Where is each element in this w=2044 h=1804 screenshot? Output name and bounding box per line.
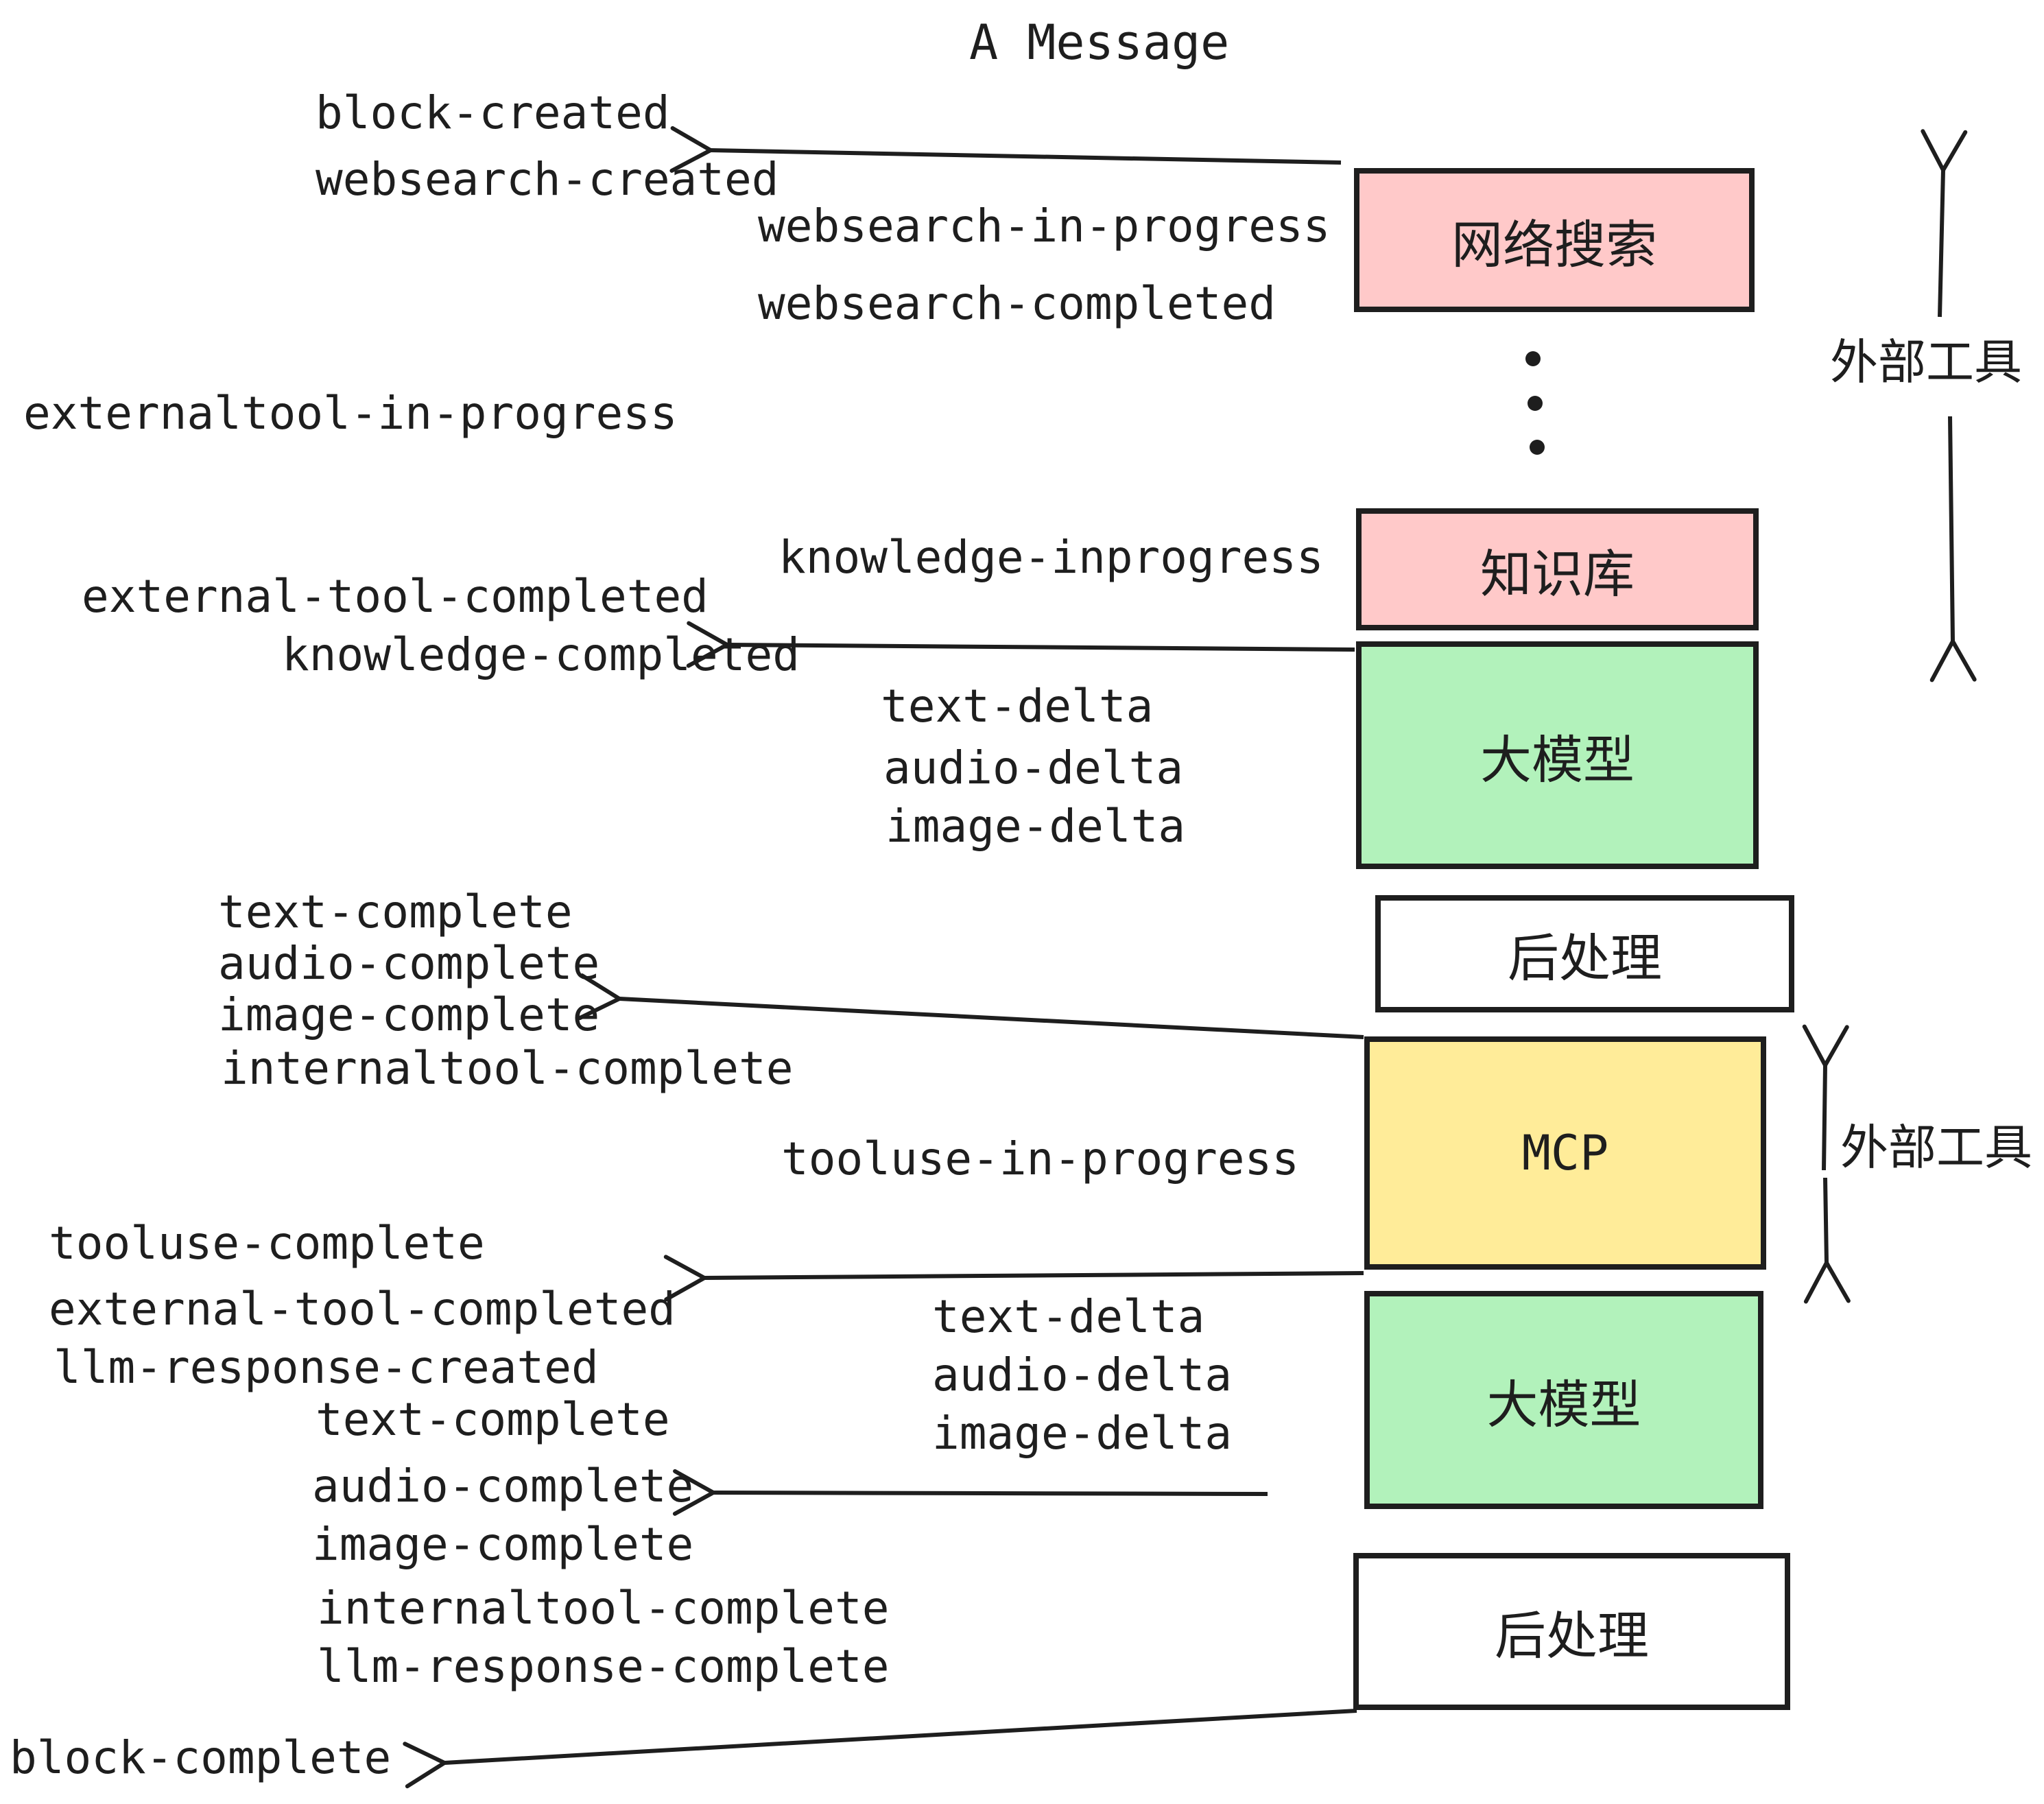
- arrow-post2-to-block-complete: [403, 1709, 1357, 1789]
- event-image-delta-2: image-delta: [932, 1407, 1233, 1460]
- box-llm-1: 大模型: [1356, 641, 1759, 869]
- box-postprocess-2: 后处理: [1353, 1553, 1790, 1710]
- event-audio-complete-2: audio-complete: [312, 1460, 694, 1512]
- external-tools-upper-arrow-up: [1921, 129, 1968, 318]
- box-websearch: 网络搜索: [1354, 168, 1755, 312]
- event-tooluse-complete: tooluse-complete: [49, 1217, 485, 1270]
- event-audio-delta-2: audio-delta: [932, 1349, 1233, 1401]
- event-block-complete: block-complete: [10, 1731, 392, 1784]
- event-internaltool-complete-2: internaltool-complete: [317, 1582, 890, 1635]
- box-postprocess-1: 后处理: [1375, 895, 1794, 1012]
- box-llm-2: 大模型: [1364, 1291, 1763, 1509]
- arrow-websearch-to-created: [669, 126, 1342, 173]
- arrow-llm1-to-knowledge-completed: [686, 621, 1355, 668]
- external-tools-lower-arrow-down: [1803, 1177, 1851, 1304]
- event-image-delta-1: image-delta: [886, 800, 1186, 853]
- event-external-tool-completed-1: external-tool-completed: [82, 570, 709, 623]
- box-knowledge: 知识库: [1356, 508, 1759, 630]
- arrow-mcp-to-tooluse-complete: [663, 1255, 1364, 1302]
- ellipsis-dots: [1525, 351, 1545, 455]
- event-websearch-in-progress: websearch-in-progress: [758, 200, 1331, 252]
- event-text-delta-2: text-delta: [932, 1290, 1205, 1343]
- external-tools-label-lower: 外部工具: [1840, 1119, 2032, 1176]
- arrow-llm2-to-audio-complete: [672, 1469, 1268, 1516]
- event-text-delta-1: text-delta: [881, 680, 1154, 733]
- event-knowledge-completed: knowledge-completed: [282, 628, 800, 681]
- event-external-tool-completed-2: external-tool-completed: [49, 1283, 676, 1336]
- diagram-title: A Message: [969, 14, 1230, 71]
- event-block-created: block-created: [316, 86, 670, 139]
- event-internaltool-complete-1: internaltool-complete: [221, 1042, 794, 1095]
- event-llm-response-complete: llm-response-complete: [317, 1640, 890, 1693]
- box-mcp: MCP: [1364, 1036, 1766, 1270]
- event-audio-delta-1: audio-delta: [883, 741, 1184, 794]
- event-websearch-created: websearch-created: [316, 153, 779, 206]
- event-externaltool-in-progress: externaltool-in-progress: [23, 387, 678, 440]
- event-text-complete-1: text-complete: [218, 886, 573, 938]
- event-knowledge-inprogress: knowledge-inprogress: [779, 531, 1324, 584]
- event-llm-response-created: llm-response-created: [54, 1341, 599, 1394]
- external-tools-label-upper: 外部工具: [1830, 334, 2022, 390]
- event-websearch-completed: websearch-completed: [758, 277, 1276, 330]
- event-text-complete-2: text-complete: [316, 1393, 670, 1446]
- arrow-mcp-to-image-complete: [578, 973, 1364, 1039]
- event-audio-complete-1: audio-complete: [218, 937, 600, 990]
- event-image-complete-1: image-complete: [218, 988, 600, 1041]
- external-tools-upper-arrow-down: [1929, 416, 1977, 683]
- event-tooluse-in-progress: tooluse-in-progress: [781, 1132, 1299, 1185]
- event-image-complete-2: image-complete: [312, 1518, 694, 1571]
- external-tools-lower-arrow-up: [1802, 1024, 1849, 1171]
